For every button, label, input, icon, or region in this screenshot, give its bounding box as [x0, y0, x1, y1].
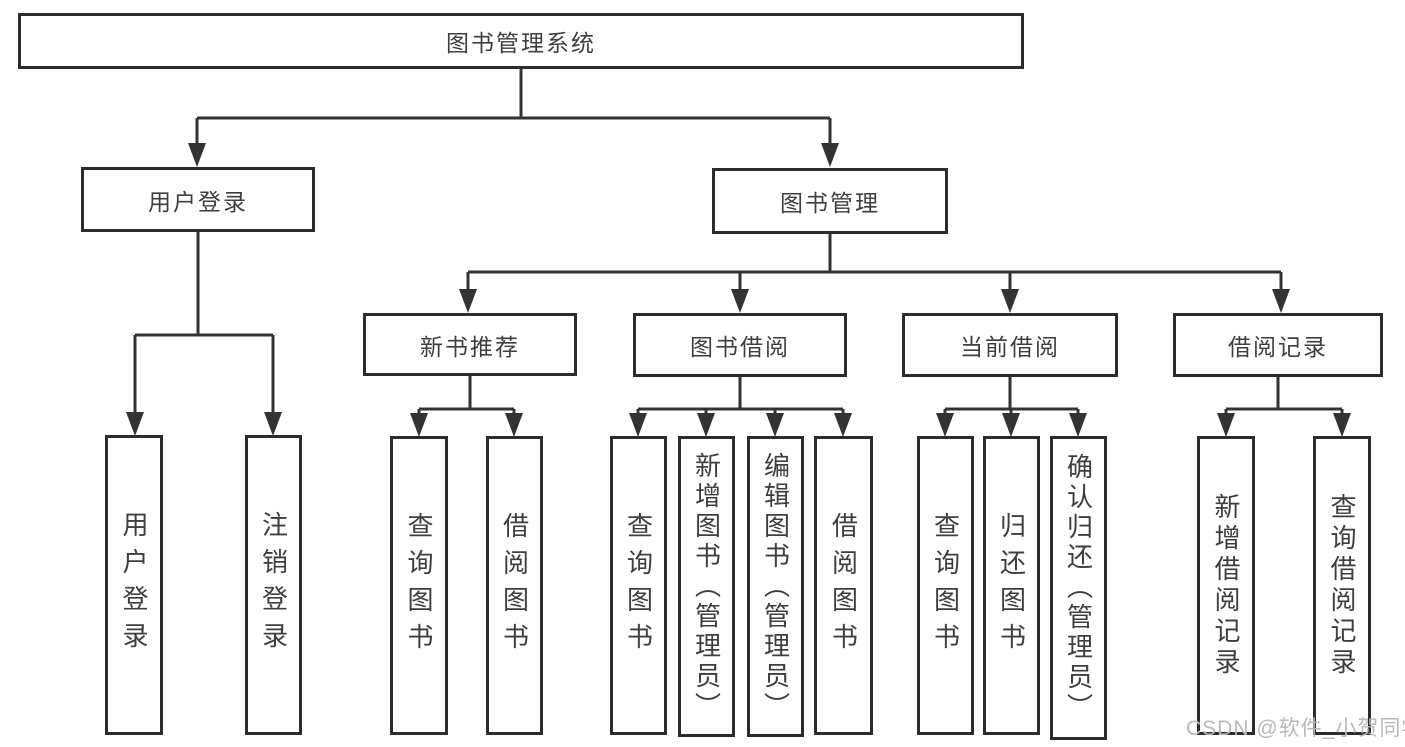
- leaf-query-books: 查询图书: [610, 436, 667, 735]
- node-user-login: 用户登录: [81, 167, 315, 232]
- node-label: 图书借阅: [690, 334, 790, 360]
- arrowhead-icon: [264, 412, 282, 436]
- arrowhead-icon: [731, 289, 749, 313]
- node-library-system: 图书管理系统: [18, 13, 1024, 69]
- arrowhead-icon: [766, 413, 784, 437]
- arrowhead-icon: [505, 413, 523, 437]
- node-borrowing-records: 借阅记录: [1173, 313, 1383, 377]
- arrowhead-icon: [410, 413, 428, 437]
- arrowhead-icon: [834, 413, 852, 437]
- leaf-user-login: 用户登录: [105, 435, 163, 735]
- arrowhead-icon: [1217, 413, 1235, 437]
- arrowhead-icon: [1333, 413, 1351, 437]
- edge-bookborrow-to-leaves: [636, 377, 845, 415]
- arrowhead-icon: [126, 412, 144, 436]
- arrowhead-icon: [1001, 289, 1019, 313]
- arrowhead-icon: [1069, 413, 1087, 437]
- leaf-add-book-admin: 新增图书（管理员）: [678, 436, 735, 737]
- edge-currentborrow-to-leaves: [943, 377, 1080, 415]
- leaf-label: 新增图书（管理员）: [691, 451, 722, 722]
- leaf-label: 用户登录: [119, 511, 149, 659]
- node-book-borrowing: 图书借阅: [633, 313, 847, 377]
- leaf-return-books: 归还图书: [983, 436, 1040, 735]
- leaf-borrow-books: 借阅图书: [486, 436, 543, 735]
- leaf-query-borrow-record: 查询借阅记录: [1313, 436, 1371, 735]
- leaf-edit-book-admin: 编辑图书（管理员）: [747, 436, 804, 737]
- node-current-borrowing: 当前借阅: [902, 313, 1118, 377]
- leaf-label: 查询图书: [404, 511, 434, 660]
- leaf-borrow-books: 借阅图书: [814, 436, 873, 735]
- leaf-label: 确认归还（管理员）: [1063, 453, 1094, 723]
- leaf-confirm-return-admin: 确认归还（管理员）: [1050, 436, 1107, 740]
- arrowhead-icon: [936, 413, 954, 437]
- node-label: 图书管理: [780, 190, 880, 216]
- leaf-label: 借阅图书: [828, 511, 859, 660]
- edge-bookmgmt-to-level3: [466, 234, 1283, 291]
- leaf-label: 查询图书: [930, 511, 961, 660]
- arrowhead-icon: [697, 413, 715, 437]
- leaf-label: 借阅图书: [499, 511, 530, 660]
- edge-root-to-level2: [195, 69, 832, 146]
- arrowhead-icon: [188, 143, 206, 167]
- leaf-label: 注销登录: [258, 511, 289, 659]
- edge-records-to-leaves: [1224, 377, 1344, 415]
- leaf-query-books: 查询图书: [390, 436, 448, 735]
- node-label: 用户登录: [148, 188, 248, 215]
- arrowhead-icon: [1002, 413, 1020, 437]
- node-label: 当前借阅: [960, 334, 1060, 360]
- leaf-add-borrow-record: 新增借阅记录: [1197, 436, 1255, 735]
- edge-userlogin-to-leaves: [133, 232, 275, 414]
- arrowheads: [126, 143, 1351, 437]
- node-label: 新书推荐: [420, 333, 520, 360]
- node-book-management: 图书管理: [712, 168, 948, 234]
- node-new-book-recommendation: 新书推荐: [363, 313, 577, 376]
- node-label: 借阅记录: [1228, 334, 1328, 360]
- leaf-logout: 注销登录: [245, 435, 302, 735]
- arrowhead-icon: [459, 289, 477, 313]
- arrowhead-icon: [1272, 289, 1290, 313]
- leaf-label: 编辑图书（管理员）: [760, 451, 791, 722]
- node-label: 图书管理系统: [446, 30, 596, 56]
- edge-newbook-to-leaves: [417, 376, 516, 415]
- leaf-label: 查询借阅记录: [1327, 492, 1357, 679]
- leaf-label: 新增借阅记录: [1211, 492, 1241, 679]
- connector-edges: [133, 69, 1344, 415]
- leaf-label: 查询图书: [623, 511, 654, 660]
- arrowhead-icon: [629, 413, 647, 437]
- watermark: CSDN @软件_小贺同学: [1186, 717, 1405, 740]
- leaf-label: 归还图书: [996, 511, 1027, 660]
- arrowhead-icon: [821, 143, 839, 167]
- leaf-query-books: 查询图书: [917, 436, 974, 735]
